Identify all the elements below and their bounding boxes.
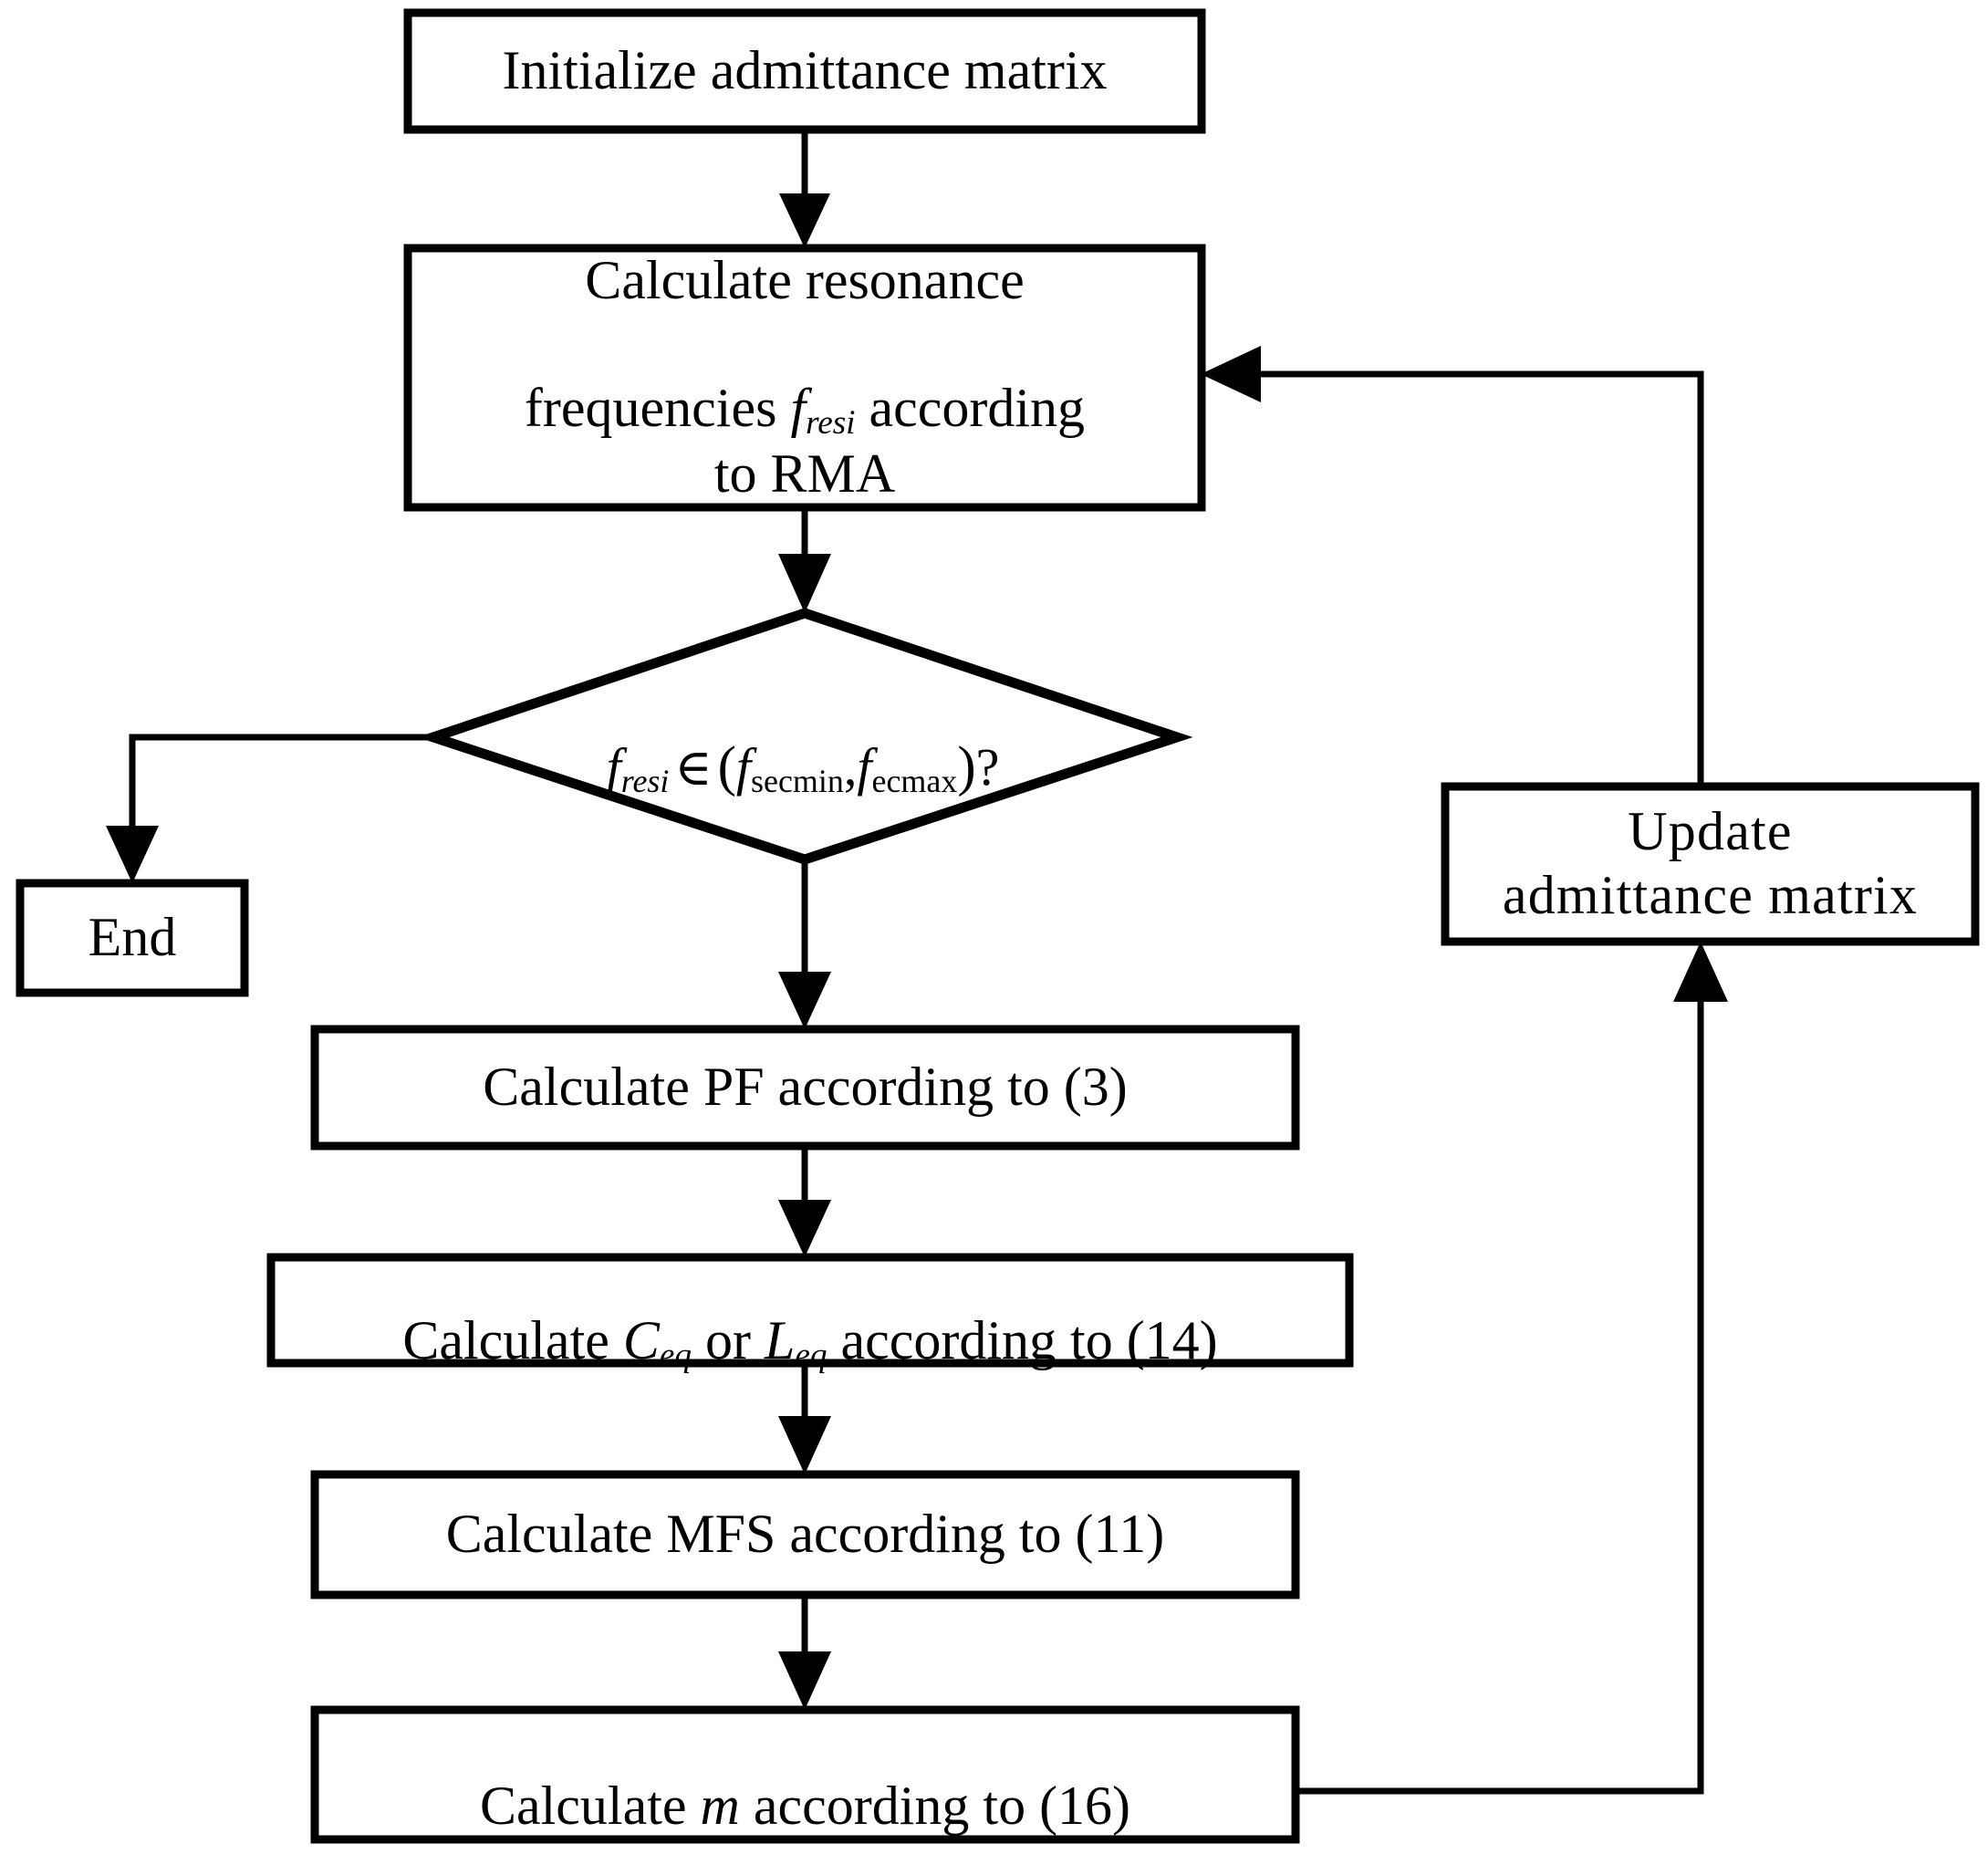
edge-calc-m-to-update: [1286, 942, 1728, 1795]
node-calc-pf[interactable]: [310, 1025, 1300, 1151]
node-calc-ceq-leq[interactable]: [266, 1253, 1354, 1368]
node-end[interactable]: [16, 879, 249, 997]
edge-decision-to-end: [106, 734, 433, 883]
edge-update-to-calc-resonance: [1201, 346, 1704, 786]
edge-calc-resonance-to-decision: [778, 507, 831, 613]
edge-calc-pf-to-calc-ceq-leq: [778, 1146, 831, 1257]
node-calc-mfs[interactable]: [310, 1470, 1300, 1599]
node-decision[interactable]: [417, 608, 1193, 865]
edge-calc-ceq-leq-to-calc-mfs: [778, 1363, 831, 1474]
edge-decision-to-calc-pf: [778, 859, 831, 1029]
node-initialize[interactable]: [403, 8, 1206, 134]
edge-calc-mfs-to-calc-m: [778, 1595, 831, 1710]
node-update[interactable]: [1441, 782, 1980, 946]
edge-initialize-to-calc-resonance: [779, 130, 830, 248]
node-calc-m[interactable]: [310, 1705, 1300, 1844]
node-calc-resonance[interactable]: [403, 244, 1206, 512]
